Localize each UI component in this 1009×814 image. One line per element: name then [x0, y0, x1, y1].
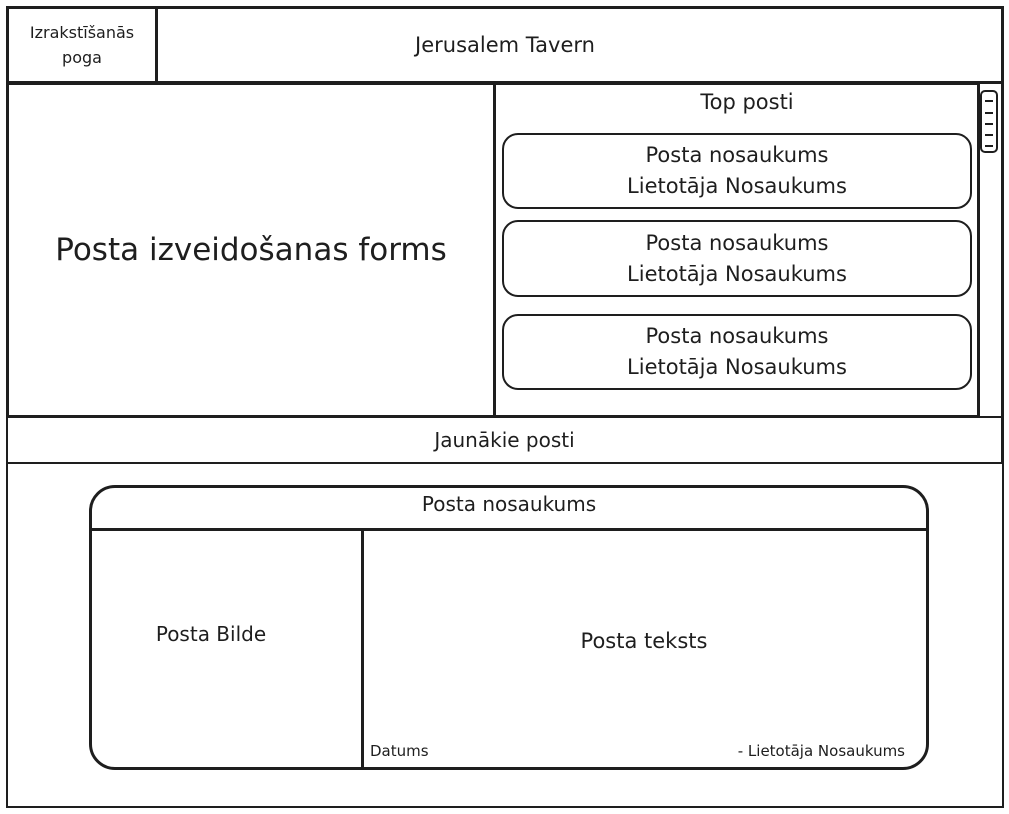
- post-image-placeholder: Posta Bilde: [155, 622, 267, 646]
- top-post-card[interactable]: Posta nosaukums Lietotāja Nosaukums: [502, 314, 972, 390]
- logout-label-line1: Izrakstīšanās: [29, 23, 135, 42]
- post-creation-form[interactable]: Posta izveidošanas forms: [6, 82, 496, 418]
- image-divider: [361, 529, 364, 770]
- latest-posts-header: Jaunākie posti: [6, 416, 1003, 464]
- app-title: Jerusalem Tavern: [415, 33, 595, 57]
- latest-post-card[interactable]: [89, 485, 929, 770]
- logout-label-line2: poga: [62, 48, 102, 67]
- top-post-card[interactable]: Posta nosaukums Lietotāja Nosaukums: [502, 133, 972, 209]
- post-text: Posta teksts: [580, 629, 708, 653]
- logout-button[interactable]: Izrakstīšanās poga: [6, 6, 158, 84]
- top-post-title: Posta nosaukums: [645, 143, 829, 167]
- header: Jerusalem Tavern: [6, 6, 1004, 84]
- scrollbar-thumb[interactable]: [980, 90, 998, 153]
- top-post-author: Lietotāja Nosaukums: [627, 174, 847, 198]
- post-author: - Lietotāja Nosaukums: [737, 742, 905, 760]
- top-post-author: Lietotāja Nosaukums: [627, 261, 847, 286]
- title-divider: [90, 528, 928, 531]
- top-post-card[interactable]: Posta nosaukums Lietotāja Nosaukums: [502, 220, 972, 297]
- top-post-title: Posta nosaukums: [645, 324, 829, 348]
- top-post-author: Lietotāja Nosaukums: [627, 355, 847, 379]
- latest-post-title: Posta nosaukums: [421, 492, 597, 516]
- top-post-title: Posta nosaukums: [645, 230, 829, 255]
- top-posts-title: Top posti: [700, 90, 794, 114]
- post-date: Datums: [370, 742, 429, 760]
- latest-posts-title: Jaunākie posti: [434, 428, 575, 452]
- post-form-label: Posta izveidošanas forms: [55, 232, 447, 268]
